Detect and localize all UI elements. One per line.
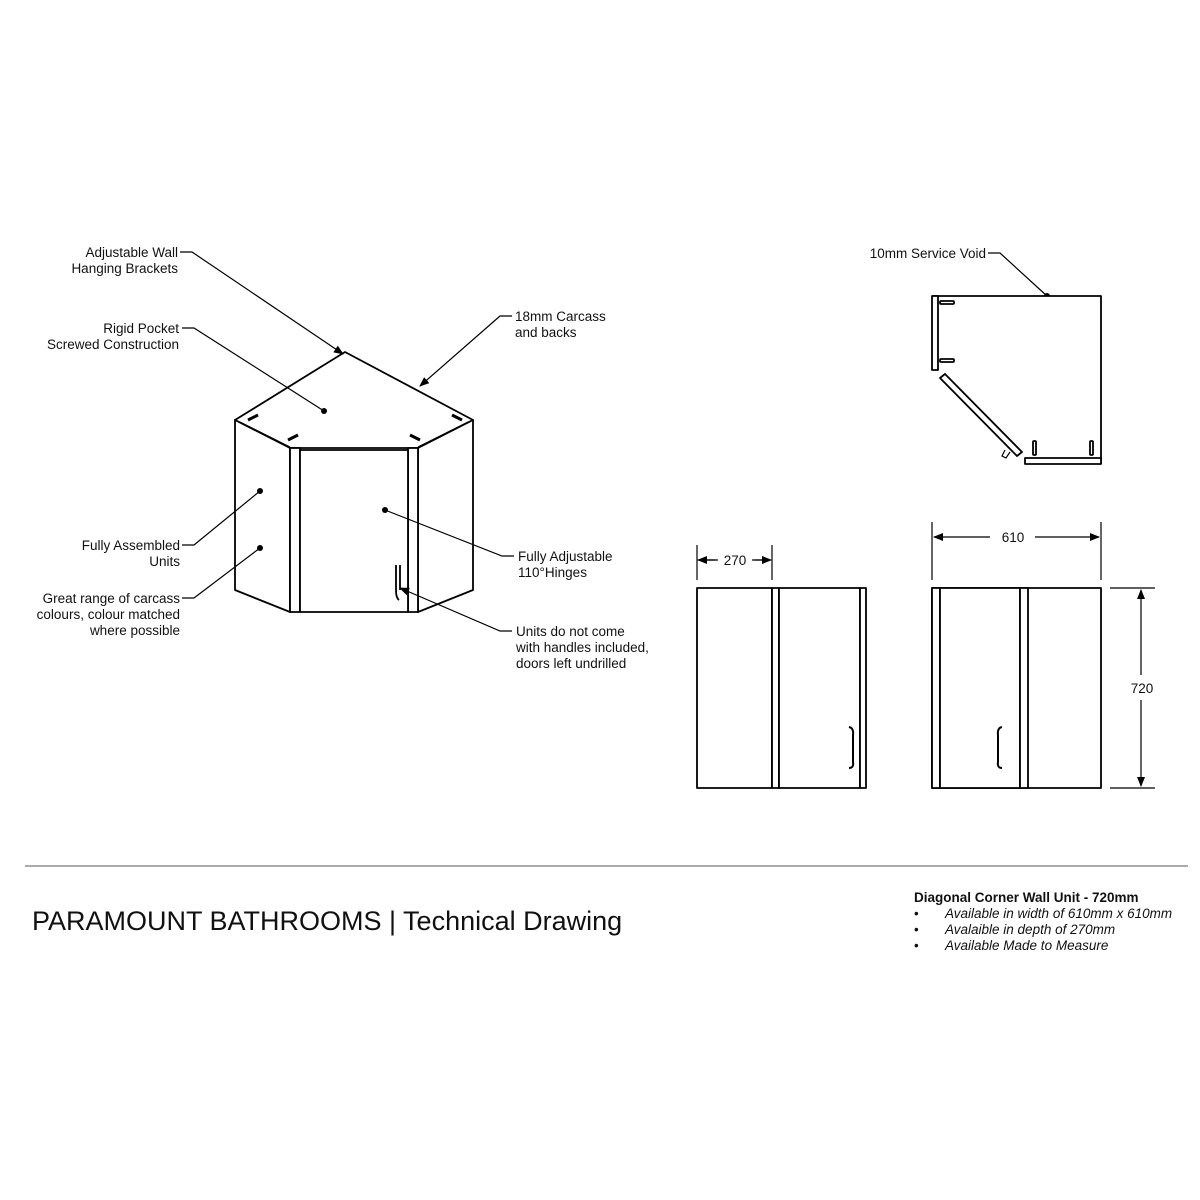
cabinet-left-side xyxy=(234,419,291,613)
svg-text:Rigid Pocket: Rigid Pocket xyxy=(103,321,179,336)
cabinet-right-side xyxy=(417,419,474,613)
spec-item: Available in width of 610mm x 610mm xyxy=(944,906,1172,921)
callout-assembled: Fully Assembled Units xyxy=(82,538,181,569)
bracket-marks xyxy=(247,413,463,442)
callout-handles: Units do not come with handles included,… xyxy=(515,624,649,671)
callout-hinges: Fully Adjustable 110°Hinges xyxy=(518,549,613,580)
svg-text:doors left undrilled: doors left undrilled xyxy=(516,656,626,671)
front-elevation xyxy=(931,522,1155,789)
spec-block: Diagonal Corner Wall Unit - 720mm • Avai… xyxy=(914,890,1172,953)
svg-text:18mm Carcass: 18mm Carcass xyxy=(515,309,606,324)
svg-text:Great range of carcass: Great range of carcass xyxy=(43,591,181,606)
callout-service-void: 10mm Service Void xyxy=(870,246,986,261)
svg-text:Units do not come: Units do not come xyxy=(516,624,625,639)
width-dimension: 610 xyxy=(1002,530,1025,545)
svg-text:Screwed Construction: Screwed Construction xyxy=(47,337,179,352)
svg-text:Units: Units xyxy=(149,554,180,569)
cabinet-top xyxy=(234,351,474,449)
spec-heading: Diagonal Corner Wall Unit - 720mm xyxy=(914,890,1139,905)
isometric-cabinet xyxy=(234,351,474,613)
callout-brackets: Adjustable Wall Hanging Brackets xyxy=(71,245,178,276)
handle xyxy=(848,726,855,769)
plan-view xyxy=(931,295,1102,465)
svg-text:•: • xyxy=(914,938,919,953)
handle xyxy=(996,726,1003,769)
svg-text:Hanging Brackets: Hanging Brackets xyxy=(71,261,178,276)
cabinet-door xyxy=(299,449,409,613)
svg-text:where possible: where possible xyxy=(89,623,180,638)
page-title: PARAMOUNT BATHROOMS | Technical Drawing xyxy=(32,906,622,936)
svg-text:•: • xyxy=(914,922,919,937)
depth-dimension: 270 xyxy=(724,553,747,568)
callout-carcass: 18mm Carcass and backs xyxy=(515,309,606,340)
svg-text:Adjustable Wall: Adjustable Wall xyxy=(85,245,178,260)
height-dimension: 720 xyxy=(1131,681,1154,696)
svg-text:•: • xyxy=(914,906,919,921)
svg-text:Fully Assembled: Fully Assembled xyxy=(82,538,180,553)
svg-text:Fully Adjustable: Fully Adjustable xyxy=(518,549,613,564)
callout-colours: Great range of carcass colours, colour m… xyxy=(37,591,181,638)
svg-text:with handles included,: with handles included, xyxy=(515,640,649,655)
spec-item: Avalaible in depth of 270mm xyxy=(944,922,1115,937)
svg-text:110°Hinges: 110°Hinges xyxy=(518,565,587,580)
callout-pocket: Rigid Pocket Screwed Construction xyxy=(47,321,179,352)
right-pilaster xyxy=(407,447,419,613)
side-elevation xyxy=(696,545,867,789)
svg-text:colours, colour matched: colours, colour matched xyxy=(37,607,180,622)
svg-text:and backs: and backs xyxy=(515,325,577,340)
handle xyxy=(395,565,401,601)
left-pilaster xyxy=(289,447,301,613)
spec-item: Available Made to Measure xyxy=(944,938,1108,953)
